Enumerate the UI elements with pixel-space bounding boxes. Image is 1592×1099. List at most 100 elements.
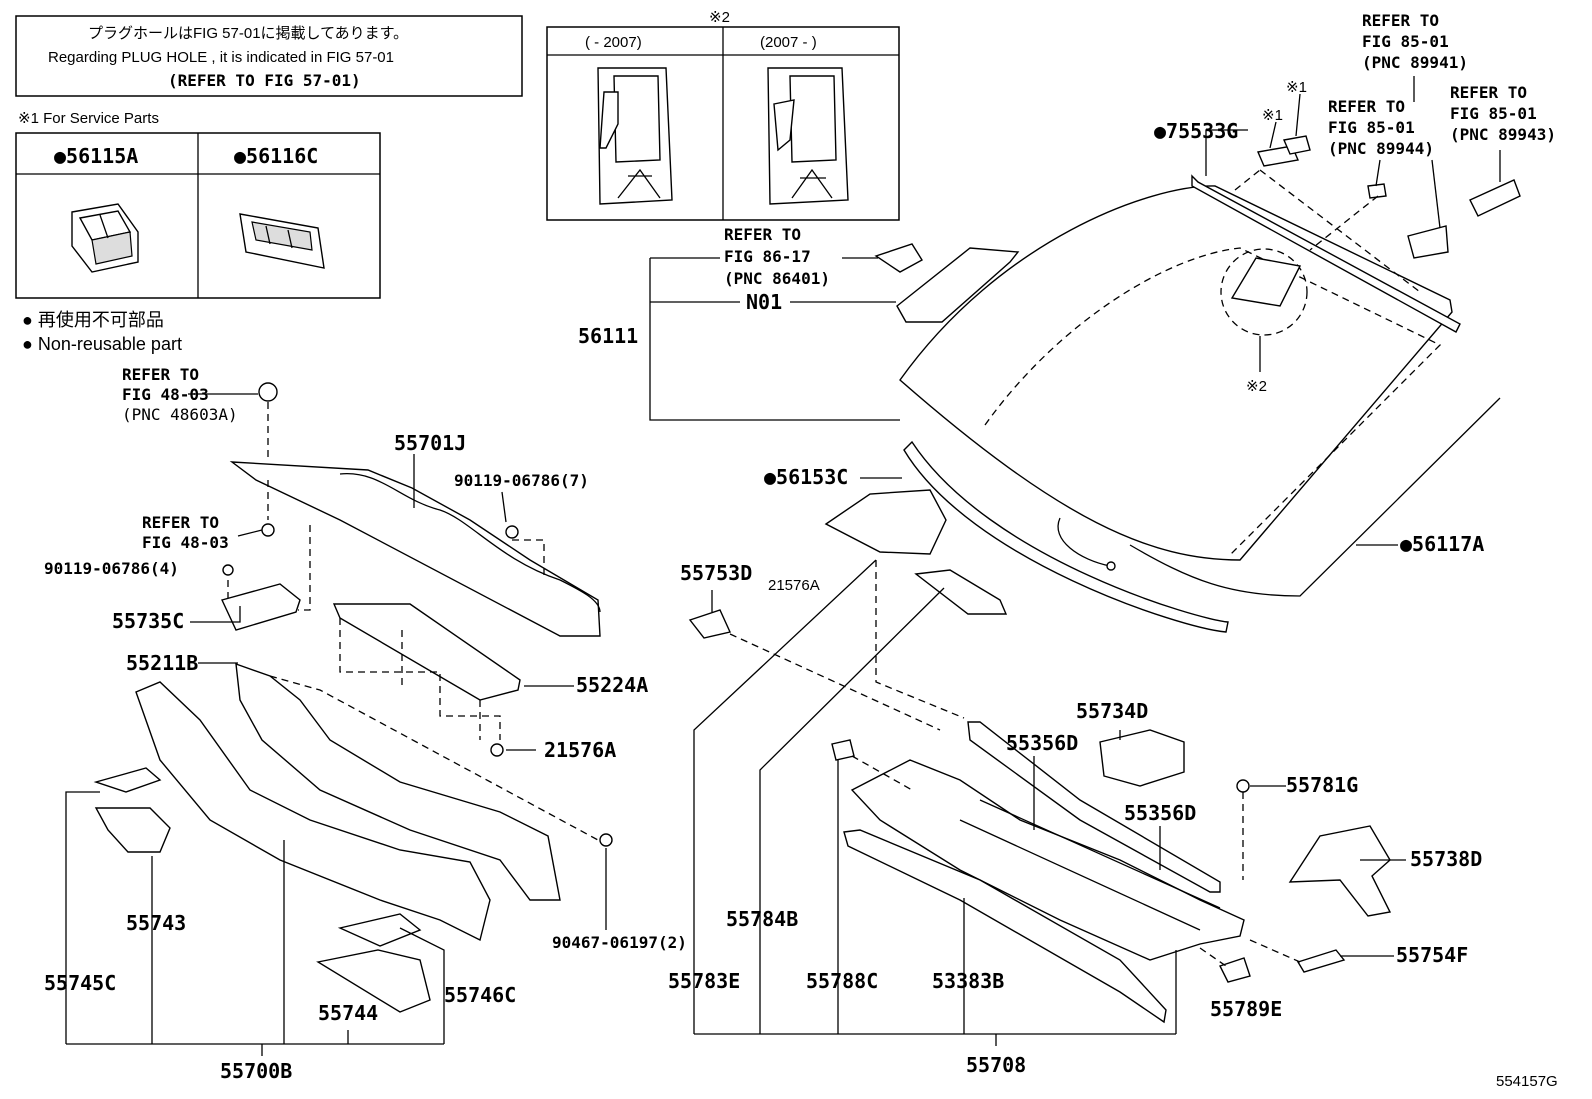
label-75533G: ●75533G (1154, 119, 1238, 143)
bracket-86401 (874, 243, 923, 273)
windshield-glass (899, 185, 1453, 561)
inset-box: ※2 ( - 2007) (2007 - ) (546, 9, 900, 221)
clip-56116C-drawing (239, 213, 325, 269)
cowl-insulator-55224A (332, 603, 521, 701)
legend-english: ● Non-reusable part (22, 334, 182, 354)
label-55789E: 55789E (1210, 997, 1282, 1021)
bracket-55734D (1099, 729, 1185, 787)
notice-line-2: Regarding PLUG HOLE , it is indicated in… (48, 49, 394, 66)
svg-text:(PNC 86401): (PNC 86401) (724, 269, 830, 288)
label-55788C: 55788C (806, 969, 878, 993)
svg-text:FIG 85-01: FIG 85-01 (1450, 104, 1537, 123)
sensor-bracket (1407, 225, 1449, 259)
mirror-base-detail-circle (1220, 248, 1308, 336)
mirror-base-drawing (1230, 257, 1302, 307)
svg-text:(PNC 89944): (PNC 89944) (1328, 139, 1434, 158)
svg-text:REFER TO: REFER TO (1328, 97, 1405, 116)
cowl-panel-55211B (235, 662, 561, 901)
svg-text:REFER TO: REFER TO (122, 365, 199, 384)
label-21576A-cowl: 21576A (768, 577, 820, 594)
bracket-55738D (1288, 825, 1392, 917)
brace-55746C (337, 913, 422, 947)
label-90119-06786-4: 90119-06786(4) (44, 559, 179, 578)
retainer-55754F (1296, 949, 1346, 973)
figure-number: 554157G (1496, 1073, 1558, 1090)
label-56117A: ●56117A (1400, 532, 1484, 556)
ref-fig85-01-b: REFER TO FIG 85-01 (PNC 89944) (1328, 97, 1434, 158)
service-title: ※1 For Service Parts (18, 110, 159, 127)
bracket-55735C (221, 583, 301, 631)
label-55753D: 55753D (680, 561, 752, 585)
windshield-molding-upper (1191, 174, 1461, 333)
label-55745C: 55745C (44, 971, 116, 995)
svg-text:REFER TO: REFER TO (1362, 11, 1439, 30)
ref-fig86-17: REFER TO FIG 86-17 (PNC 86401) (724, 225, 830, 288)
brace-55744 (316, 949, 431, 1013)
ref-fig85-01-a: REFER TO FIG 85-01 (PNC 89941) (1362, 11, 1468, 72)
label-53383B: 53383B (932, 969, 1004, 993)
label-55356D-upper: 55356D (1006, 731, 1078, 755)
service-part-56115A: ●56115A (54, 144, 138, 168)
sensor-pad (1367, 183, 1387, 199)
inset-col-2: (2007 - ) (760, 34, 817, 51)
label-55356D-lower: 55356D (1124, 801, 1196, 825)
svg-text:FIG 48-03: FIG 48-03 (122, 385, 209, 404)
label-55754F: 55754F (1396, 943, 1468, 967)
seal-56153C (824, 489, 947, 555)
mark-1b-label: ※1 (1286, 79, 1307, 96)
screw-90119-7 (505, 525, 519, 539)
screw-90119-4 (222, 564, 234, 576)
seal-55356D (967, 721, 1221, 893)
label-56111: 56111 (578, 324, 638, 348)
label-55744: 55744 (318, 1001, 378, 1025)
label-55781G: 55781G (1286, 773, 1358, 797)
windshield-molding-lower (903, 440, 1229, 633)
label-55224A: 55224A (576, 673, 648, 697)
windshield-harness-connector (1106, 561, 1116, 571)
label-55783E: 55783E (668, 969, 740, 993)
label-55211B: 55211B (126, 651, 198, 675)
clip-21576A (490, 743, 504, 757)
nut-48603A (258, 382, 278, 402)
svg-text:REFER TO: REFER TO (142, 513, 219, 532)
cowl-panel-55701J (229, 461, 601, 637)
cap-55788C (831, 739, 855, 761)
notice-line-3: (REFER TO FIG 57-01) (168, 71, 361, 90)
nut-fig48-03 (261, 523, 275, 537)
cover-55753D (688, 609, 731, 639)
stay-bracket-N01 (896, 247, 1020, 323)
windshield-side-molding (1129, 397, 1501, 597)
clip-90467 (599, 833, 613, 847)
label-90119-06786-7: 90119-06786(7) (454, 471, 589, 490)
service-part-56116C: ●56116C (234, 144, 318, 168)
svg-text:FIG 85-01: FIG 85-01 (1328, 118, 1415, 137)
leader-lines (65, 76, 1501, 1056)
sensor-cover-b (1283, 135, 1311, 155)
notice-box: プラグホールはFIG 57-01に掲載してあります。 Regarding PLU… (15, 15, 523, 97)
mark-1a-label: ※1 (1262, 107, 1283, 124)
svg-text:REFER TO: REFER TO (1450, 83, 1527, 102)
label-55784B: 55784B (726, 907, 798, 931)
ref-fig48-03-a: REFER TO FIG 48-03 (PNC 48603A) (122, 365, 238, 424)
rain-sensor (1469, 179, 1521, 217)
label-55734D: 55734D (1076, 699, 1148, 723)
label-55746C: 55746C (444, 983, 516, 1007)
notice-line-1: プラグホールはFIG 57-01に掲載してあります。 (88, 25, 408, 42)
windshield-harness (1057, 517, 1111, 567)
svg-text:FIG 85-01: FIG 85-01 (1362, 32, 1449, 51)
ref-fig85-01-c: REFER TO FIG 85-01 (PNC 89943) (1450, 83, 1556, 144)
label-55700B: 55700B (220, 1059, 292, 1083)
svg-text:FIG 48-03: FIG 48-03 (142, 533, 229, 552)
svg-text:FIG 86-17: FIG 86-17 (724, 247, 811, 266)
label-56153C: ●56153C (764, 465, 848, 489)
label-21576A: 21576A (544, 738, 616, 762)
service-parts: ※1 For Service Parts ●56115A ●56116C (15, 110, 381, 299)
seal-53383B (843, 829, 1167, 1024)
clip-55781G (1236, 779, 1250, 793)
label-55735C: 55735C (112, 609, 184, 633)
inset-col-1: ( - 2007) (585, 34, 642, 51)
legend-japanese: ● 再使用不可部品 (22, 310, 164, 330)
inset-drawing-before-2007 (597, 67, 673, 205)
brace-55745C (93, 767, 162, 793)
